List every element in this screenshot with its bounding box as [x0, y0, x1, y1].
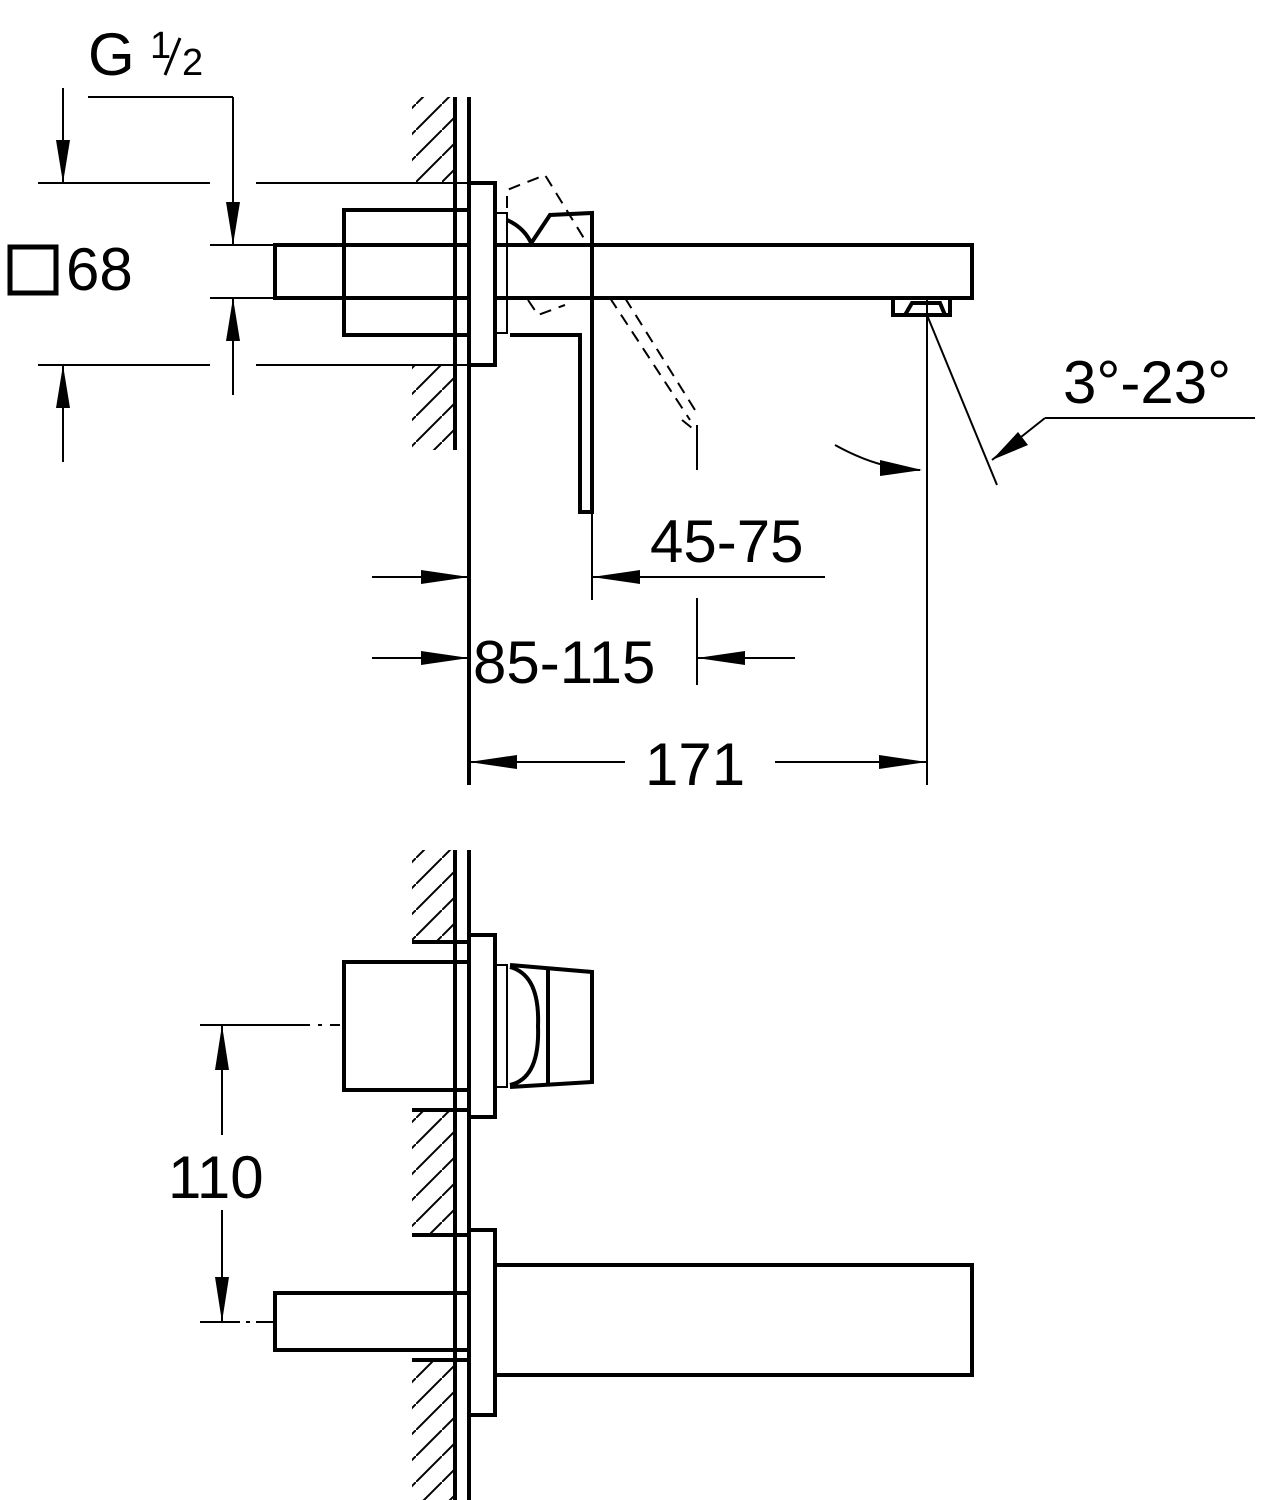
wall-flange — [467, 181, 497, 367]
mixer-flange — [467, 933, 497, 1119]
spacing-label: 110 — [168, 1144, 264, 1211]
side-view: 68 G 1 2 3°-23° — [7, 21, 1255, 798]
lever-range-label: 45-75 — [650, 508, 803, 575]
inlet-stem — [273, 243, 471, 300]
lever-arc — [506, 218, 534, 246]
dimension-wall-depth: 85-115 — [372, 570, 795, 696]
thread-dimension: G 1 2 — [88, 21, 240, 395]
handle-ring — [494, 964, 508, 1088]
wall-section-top — [412, 97, 471, 785]
projection-label: 171 — [645, 731, 745, 798]
square-profile-icon — [7, 244, 59, 296]
mixer-body — [342, 960, 471, 1092]
dimension-lever: 45-75 — [591, 508, 825, 600]
angle-label: 3°-23° — [1063, 349, 1231, 416]
dimension-projection: 171 — [469, 731, 927, 798]
dimension-square-68: 68 — [7, 88, 133, 462]
wall-depth-label: 85-115 — [473, 629, 655, 696]
angle-dimension: 3°-23° — [834, 298, 1255, 785]
thread-denominator: 2 — [182, 42, 203, 84]
spout-ring — [494, 212, 508, 334]
lever-handle — [510, 210, 594, 514]
spout-flange — [467, 1228, 497, 1417]
dimension-spacing: 110 — [168, 1024, 340, 1323]
wall-section-bottom — [412, 850, 471, 1500]
thread-letter: G — [88, 21, 135, 88]
spout-stem — [273, 1291, 471, 1352]
handle-knob — [509, 963, 594, 1089]
thread-numerator: 1 — [150, 25, 171, 67]
square-size-label: 68 — [66, 236, 133, 303]
concealed-body — [342, 208, 471, 337]
spout — [493, 243, 974, 300]
spout-front — [493, 1263, 974, 1377]
aerator — [891, 298, 952, 317]
lever-alt-position — [506, 173, 698, 430]
front-view: 110 — [168, 850, 974, 1500]
